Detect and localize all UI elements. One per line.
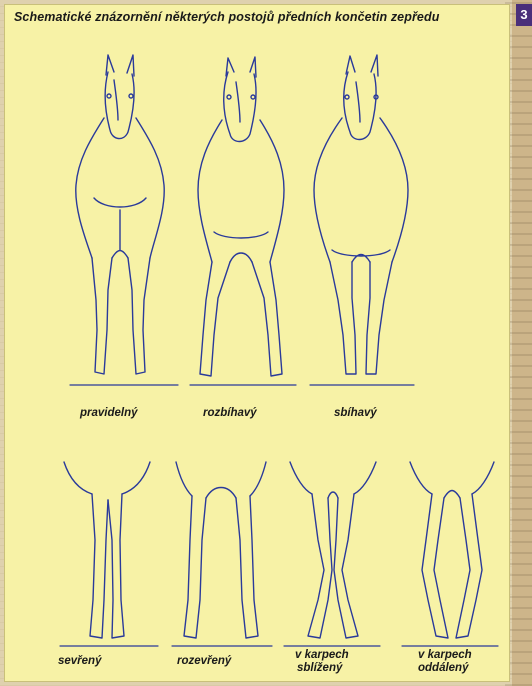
label-karpy-sblizeny-line2: sblížený <box>297 662 342 675</box>
legs-karpy-oddaleny <box>402 462 498 646</box>
horse-pravidelny <box>70 55 178 385</box>
label-sbihavy: sbíhavý <box>334 407 377 420</box>
legs-karpy-sblizeny <box>284 462 380 646</box>
legs-rozevreny <box>172 462 272 646</box>
horse-rozbihavy <box>190 57 296 385</box>
legs-sevreny <box>60 462 158 646</box>
label-karpy-oddaleny-line2: oddálený <box>418 662 468 675</box>
label-rozbihavy: rozbíhavý <box>203 407 257 420</box>
label-rozevreny: rozevřený <box>177 655 231 668</box>
label-karpy-oddaleny-line1: v karpech <box>418 649 472 662</box>
label-sevreny: sevřený <box>58 655 101 668</box>
label-pravidelny: pravidelný <box>80 407 138 420</box>
label-karpy-sblizeny-line1: v karpech <box>295 649 349 662</box>
horse-sbihavy <box>310 55 414 385</box>
